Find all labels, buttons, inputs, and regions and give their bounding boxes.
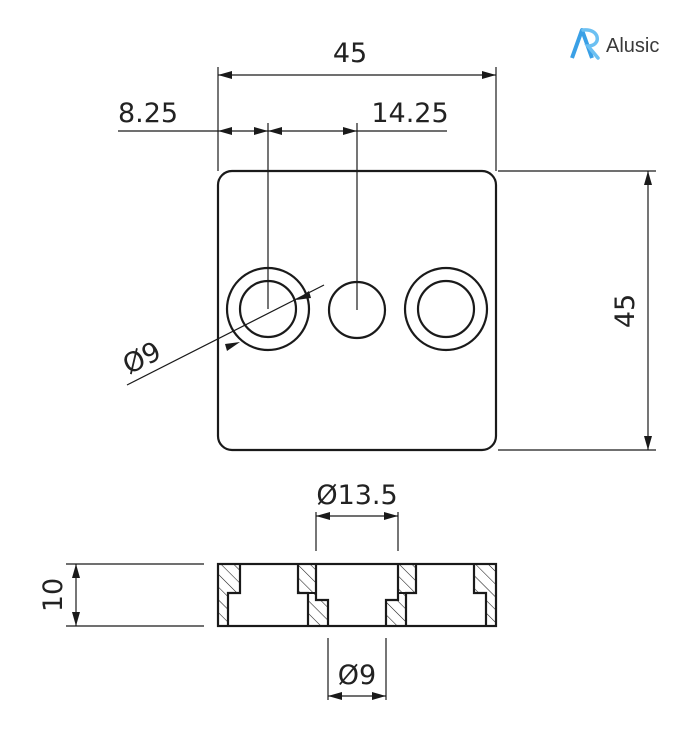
section-outline (216, 562, 498, 628)
bore-dimension: Ø9 (327, 638, 387, 700)
brand-logo: Alusic (570, 28, 659, 60)
brand-name: Alusic (606, 35, 659, 57)
hole-diameter-leader: Ø9 (118, 284, 325, 386)
section-view: Ø13.5 10 Ø9 (38, 480, 498, 700)
right-hole-circle (416, 279, 476, 339)
section-hatching (217, 563, 497, 627)
right-counterbore-circle (403, 266, 489, 352)
left-offset-label: 8.25 (118, 98, 178, 129)
width-dimension: 45 (218, 38, 496, 79)
alusic-logo-icon (570, 28, 600, 60)
counterbore-label: Ø13.5 (316, 480, 397, 511)
height-label: 45 (610, 294, 641, 328)
thickness-dimension: 10 (38, 563, 204, 627)
top-view: 45 8.25 14.25 45 Ø9 (118, 38, 656, 452)
width-label: 45 (333, 38, 367, 69)
bore-label: Ø9 (338, 660, 376, 691)
hole-diameter-label: Ø9 (118, 336, 166, 381)
hole-spacing-label: 14.25 (371, 98, 448, 129)
offset-dimensions: 8.25 14.25 (118, 98, 449, 135)
thickness-label: 10 (38, 578, 69, 612)
counterbore-dimension: Ø13.5 (315, 480, 399, 551)
height-dimension: 45 (610, 171, 652, 450)
